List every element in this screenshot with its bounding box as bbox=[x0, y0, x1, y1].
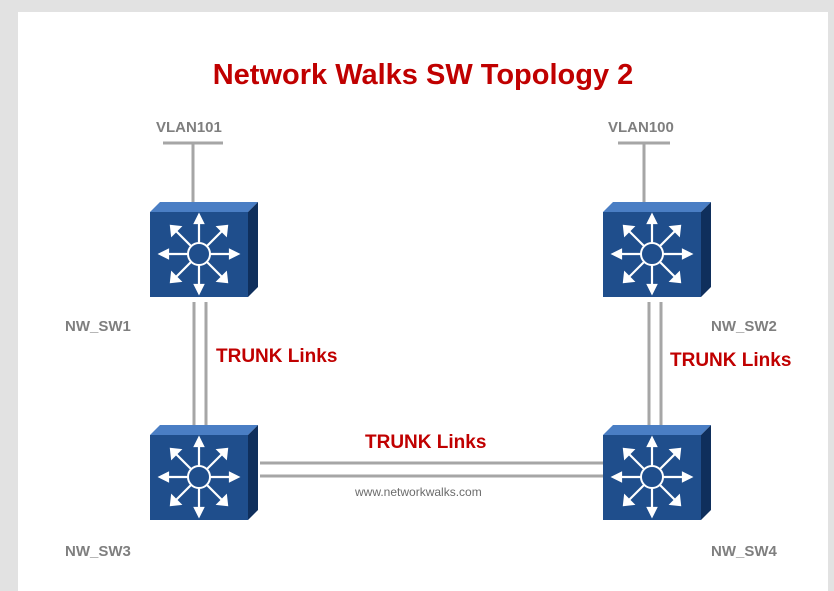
website-watermark: www.networkwalks.com bbox=[355, 485, 482, 499]
switch-nw-sw2-icon bbox=[601, 200, 713, 299]
trunk-label-bottom: TRUNK Links bbox=[365, 432, 487, 453]
vlan-label-sw1: VLAN101 bbox=[156, 119, 222, 136]
switch-label-sw4: NW_SW4 bbox=[711, 543, 777, 560]
switch-label-sw2: NW_SW2 bbox=[711, 318, 777, 335]
switch-nw-sw3-icon bbox=[148, 423, 260, 522]
topology-diagram bbox=[148, 141, 713, 522]
switch-label-sw3: NW_SW3 bbox=[65, 543, 131, 560]
trunk-label-left: TRUNK Links bbox=[216, 346, 338, 367]
switch-nw-sw1-icon bbox=[148, 200, 260, 299]
diagram-title: Network Walks SW Topology 2 bbox=[212, 59, 634, 91]
trunk-label-right: TRUNK Links bbox=[670, 350, 792, 371]
links bbox=[163, 141, 670, 478]
switch-label-sw1: NW_SW1 bbox=[65, 318, 131, 335]
topology-canvas: Network Walks SW Topology 2 VLAN101 VLAN… bbox=[18, 12, 828, 591]
switch-nw-sw4-icon bbox=[601, 423, 713, 522]
vlan-label-sw2: VLAN100 bbox=[608, 119, 674, 136]
